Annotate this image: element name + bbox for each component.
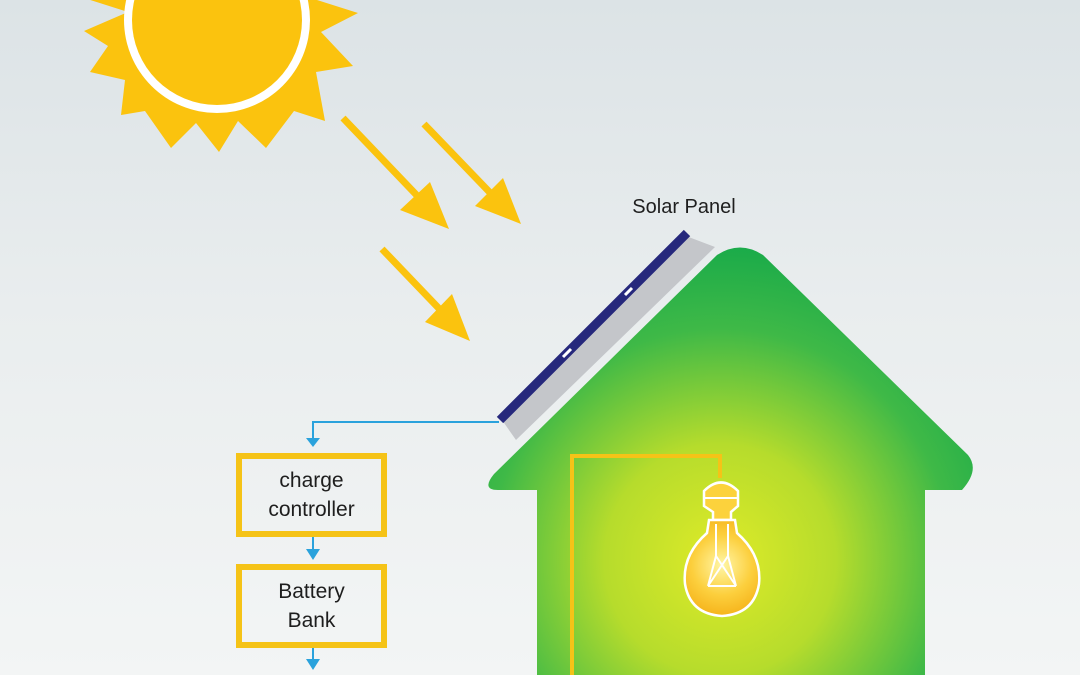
battery-bank-box <box>236 564 387 648</box>
charge-controller-label-line-1: charge <box>279 469 344 492</box>
battery-bank-label-line-2: Bank <box>287 609 336 632</box>
flow-arrow-to-battery <box>306 549 320 560</box>
charge-controller-label: charge controller <box>237 459 386 531</box>
sun-ray-arrow-1 <box>340 115 449 229</box>
panel-flow-line <box>312 421 499 442</box>
house-wire <box>570 454 722 675</box>
charge-controller-box <box>236 453 387 537</box>
sun-ray-arrow-2 <box>421 121 521 224</box>
battery-bank-label: Battery Bank <box>237 570 386 642</box>
house <box>488 247 973 675</box>
flow-arrow-to-controller <box>306 438 320 447</box>
battery-bank-label-line-1: Battery <box>278 580 345 603</box>
light-bulb-icon <box>683 481 761 618</box>
solar-panel-icon <box>496 229 715 440</box>
sun-icon <box>84 0 358 152</box>
sun-ray-arrow-3 <box>379 246 470 341</box>
charge-controller-label-line-2: controller <box>268 498 355 521</box>
flow-arrow-from-battery <box>306 659 320 670</box>
solar-panel-label: Solar Panel <box>632 196 736 218</box>
